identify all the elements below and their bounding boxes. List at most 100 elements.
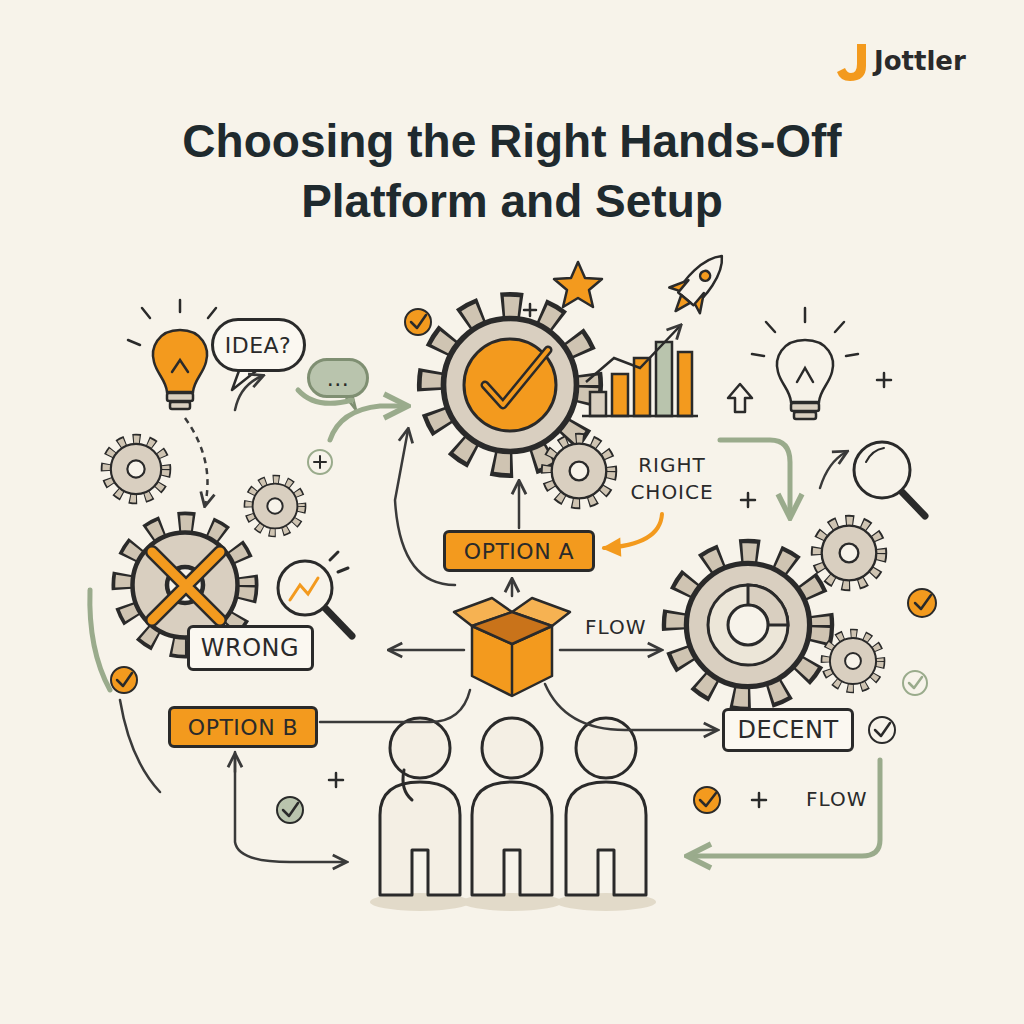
node-text: WRONG xyxy=(201,634,299,662)
gear-icon xyxy=(249,480,301,532)
person-figure xyxy=(472,782,552,895)
bar-chart xyxy=(590,392,606,416)
wrong-cross xyxy=(152,552,220,620)
magnifier-icon xyxy=(338,568,348,572)
node-text: DECENT xyxy=(737,716,838,744)
lightbulb-icon xyxy=(766,322,775,332)
person-figure xyxy=(370,718,656,911)
lightbulb-icon xyxy=(804,308,807,322)
sage-arrow xyxy=(690,760,880,856)
pointer-arrow xyxy=(604,514,662,548)
lightbulb-icon xyxy=(172,360,188,372)
check-circle xyxy=(700,793,716,806)
star-icon xyxy=(554,262,602,307)
node-text: IDEA? xyxy=(225,333,292,358)
flow-arrow xyxy=(390,649,464,652)
check-circle xyxy=(283,803,298,816)
lightbulb-icon xyxy=(179,300,182,312)
rocket-icon xyxy=(671,295,690,315)
plus-sign xyxy=(329,304,891,807)
flow-arrow xyxy=(518,482,521,528)
annotation: RIGHT CHOICE xyxy=(622,452,722,506)
gear-chart xyxy=(708,585,788,665)
up-arrow-icon xyxy=(728,384,752,412)
logo-mark xyxy=(837,44,866,81)
box-icon xyxy=(511,644,514,696)
person-figure xyxy=(380,782,460,895)
check-badge xyxy=(464,339,556,431)
magnifier-icon xyxy=(902,492,925,516)
magnifier-icon xyxy=(330,552,338,560)
check-circle xyxy=(411,315,426,328)
speech-bubble: ... xyxy=(307,358,369,398)
bar-chart xyxy=(586,326,680,382)
check-circle xyxy=(277,797,303,823)
node-text: OPTION A xyxy=(464,539,574,564)
speech-bubble: IDEA? xyxy=(211,318,306,372)
check-circle xyxy=(915,595,931,609)
lightbulb-icon xyxy=(142,308,150,318)
brand-name: Jottler xyxy=(874,44,966,79)
check-badge xyxy=(464,339,556,431)
flow-arrow xyxy=(120,700,160,792)
gear-chart xyxy=(708,585,788,665)
bar-chart xyxy=(582,326,698,416)
logo-mark xyxy=(837,44,866,81)
lightbulb-icon xyxy=(797,368,813,382)
lightbulb-icon xyxy=(794,412,816,419)
lightbulb-icon xyxy=(752,354,764,356)
check-circle xyxy=(308,450,332,474)
lightbulb-icon xyxy=(777,340,833,402)
lightbulb-icon xyxy=(791,403,819,411)
check-circle xyxy=(875,723,890,736)
result-box: DECENT xyxy=(722,708,854,752)
magnifier-icon xyxy=(854,442,925,516)
bar-chart xyxy=(612,374,628,416)
up-arrow-icon xyxy=(728,384,752,412)
gear-icon xyxy=(826,634,880,688)
gear-icon xyxy=(547,439,611,503)
person-figure xyxy=(403,770,412,800)
sage-arrow xyxy=(720,440,790,515)
wrong-cross xyxy=(152,552,220,620)
rocket-icon xyxy=(660,243,737,324)
person-figure xyxy=(390,718,450,778)
flow-arrow xyxy=(235,752,345,862)
check-badge xyxy=(485,350,548,405)
magnifier-icon xyxy=(278,561,332,615)
flow-label: FLOW xyxy=(806,786,867,813)
flow-arrow xyxy=(511,580,514,596)
result-box: WRONG xyxy=(187,625,314,671)
gear-chart xyxy=(728,605,768,645)
magnifier-icon xyxy=(866,448,884,462)
star-icon xyxy=(554,262,602,307)
check-circle xyxy=(111,667,137,693)
flow-arrow xyxy=(235,376,262,410)
lightbulb-icon xyxy=(128,340,140,345)
flow-arrow xyxy=(234,755,237,772)
gear-icon xyxy=(817,521,881,585)
flow-label: FLOW xyxy=(585,614,646,641)
title: Choosing the Right Hands-Off Platform an… xyxy=(112,112,912,232)
gear-icon xyxy=(106,307,881,697)
person-figure xyxy=(576,718,636,778)
lightbulb-icon xyxy=(167,393,193,401)
lightbulb-icon xyxy=(846,354,858,356)
person-figure xyxy=(482,718,542,778)
flow-arrow xyxy=(545,684,716,730)
flow-arrow xyxy=(560,649,660,652)
node-text: OPTION B xyxy=(188,715,298,740)
plus-sign xyxy=(329,773,343,787)
flow-arrow xyxy=(820,452,846,488)
plus-sign xyxy=(741,493,755,507)
lightbulb-icon xyxy=(153,330,207,392)
check-circle xyxy=(111,309,936,823)
flow-arrow xyxy=(320,690,470,722)
box-icon xyxy=(454,598,570,696)
bar-chart xyxy=(656,342,672,416)
magnifier-icon xyxy=(290,578,318,600)
lightbulb-icon xyxy=(752,308,858,419)
sage-arrow xyxy=(330,406,405,440)
check-circle xyxy=(908,589,936,617)
check-circle xyxy=(694,787,720,813)
